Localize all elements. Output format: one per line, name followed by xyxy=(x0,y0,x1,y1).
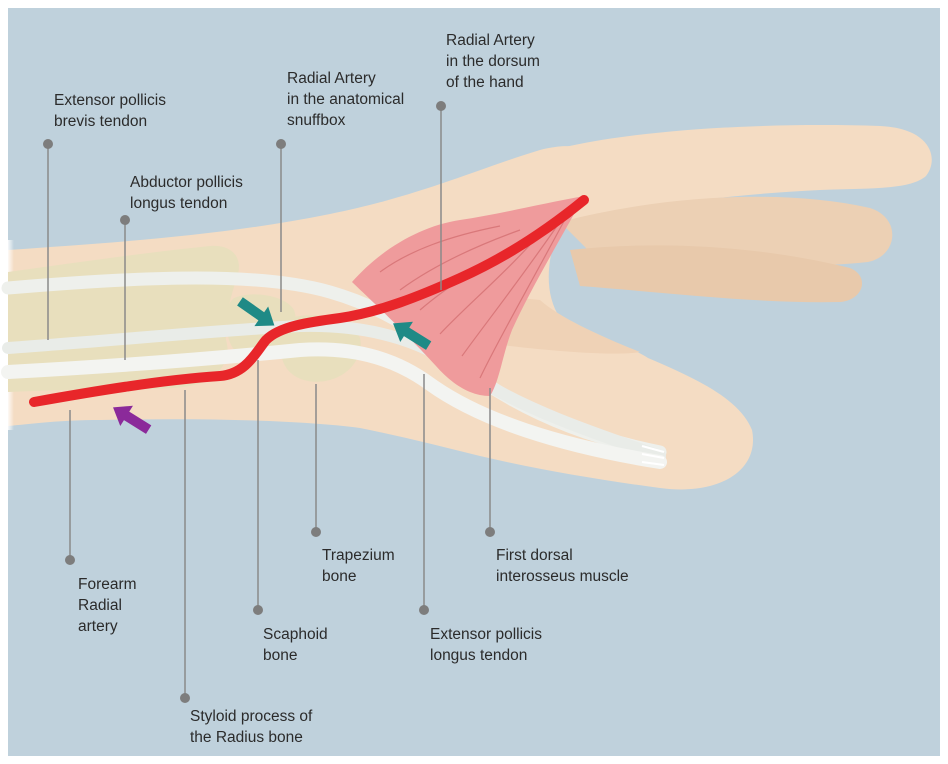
label-extensor-pollicis-longus: Extensor pollicis longus tendon xyxy=(430,624,542,666)
label-radial-artery-dorsum: Radial Artery in the dorsum of the hand xyxy=(446,30,540,93)
label-abductor-pollicis-longus: Abductor pollicis longus tendon xyxy=(130,172,243,214)
label-first-dorsal-interosseus: First dorsal interosseus muscle xyxy=(496,545,629,587)
label-forearm-radial-artery: Forearm Radial artery xyxy=(78,574,137,637)
label-radial-artery-snuffbox: Radial Artery in the anatomical snuffbox xyxy=(287,68,404,131)
label-styloid-process: Styloid process of the Radius bone xyxy=(190,706,312,748)
label-extensor-pollicis-brevis: Extensor pollicis brevis tendon xyxy=(54,90,166,132)
label-trapezium-bone: Trapezium bone xyxy=(322,545,395,587)
label-scaphoid-bone: Scaphoid bone xyxy=(263,624,328,666)
